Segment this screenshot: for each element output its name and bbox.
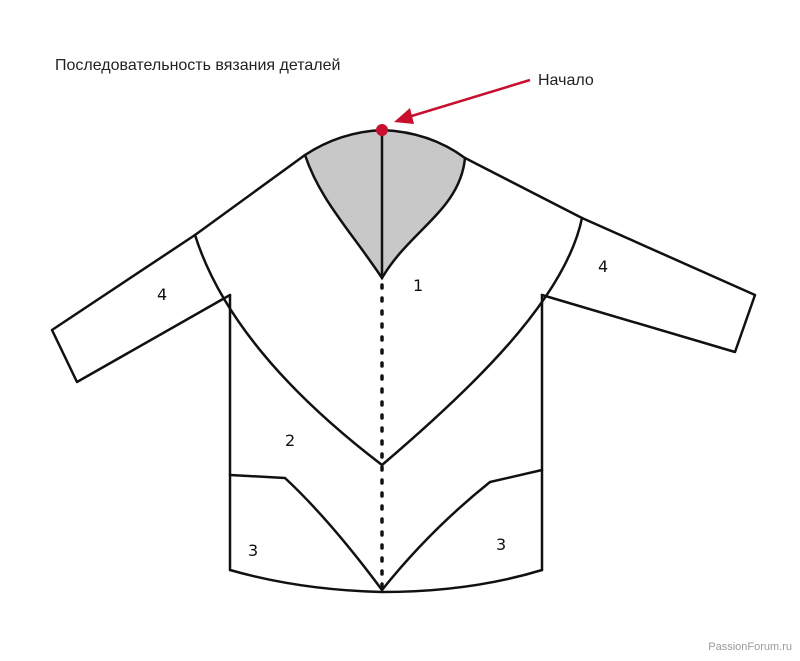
part3-left-top [228, 473, 384, 592]
part1-lower-left-curve [193, 233, 384, 467]
right-sleeve-outline [540, 216, 757, 354]
part-label-3-left: 3 [248, 541, 259, 560]
start-arrow-line [404, 78, 531, 120]
start-marker-dot [376, 124, 388, 136]
diagram-title: Последовательность вязания деталей [55, 57, 341, 74]
bottom-hem [228, 568, 544, 594]
part-label-1: 1 [413, 276, 424, 295]
start-label: Начало [538, 72, 594, 89]
left-shoulder-line [193, 153, 307, 237]
part-label-4-right: 4 [598, 257, 609, 276]
part1-lower-right-curve [380, 216, 584, 467]
part-label-3-right: 3 [496, 535, 507, 554]
part-label-2: 2 [285, 431, 296, 450]
watermark: PassionForum.ru [708, 641, 792, 653]
start-arrow-head [394, 108, 414, 124]
yoke-shaded-area [303, 128, 467, 281]
part3-right-top [380, 468, 544, 592]
part-label-4-left: 4 [157, 285, 168, 304]
left-sleeve-outline [50, 233, 232, 384]
right-shoulder-line [463, 156, 584, 220]
